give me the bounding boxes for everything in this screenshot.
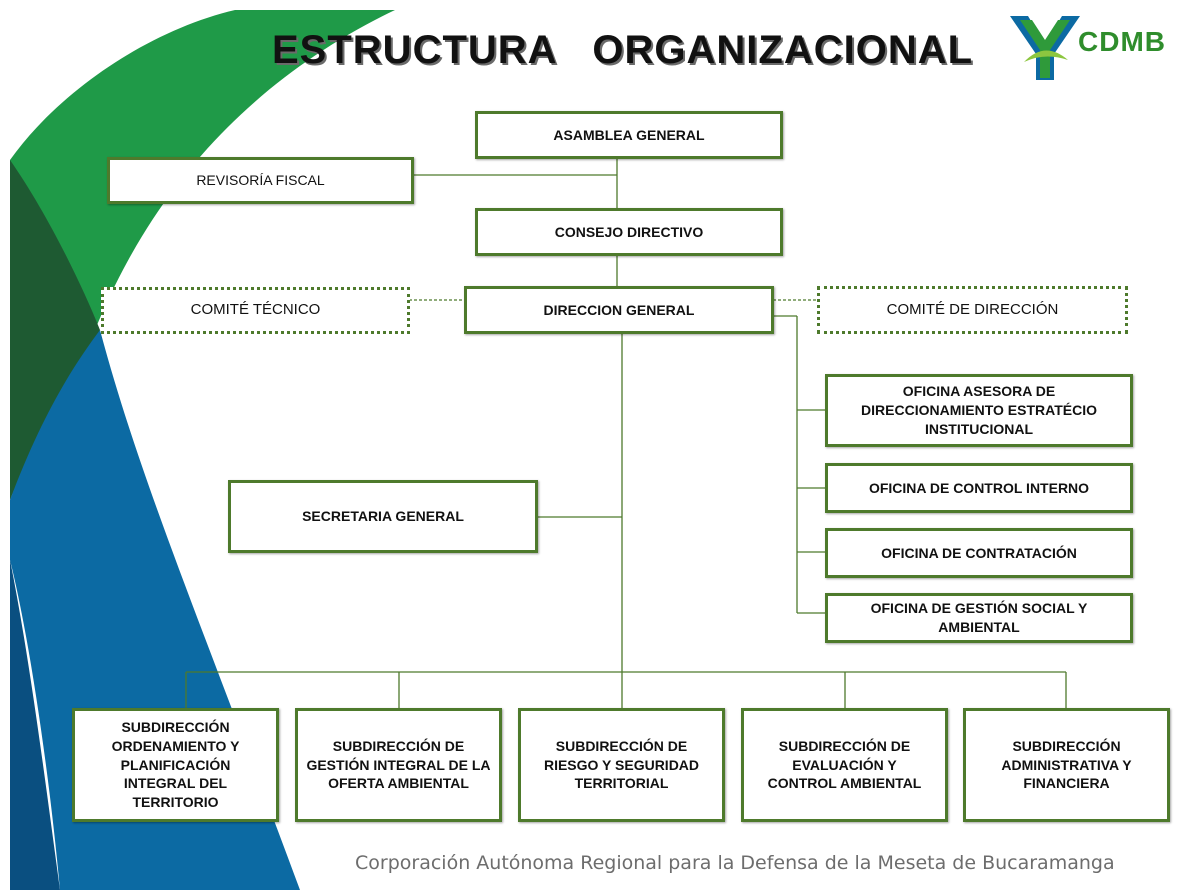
swoosh-blue-deep xyxy=(10,560,60,890)
box-oficina-control-interno: OFICINA DE CONTROL INTERNO xyxy=(825,463,1133,513)
logo-text: CDMB xyxy=(1078,26,1166,57)
box-secretaria-general: SECRETARIA GENERAL xyxy=(228,480,538,553)
box-subdireccion-administrativa: SUBDIRECCIÓN ADMINISTRATIVA Y FINANCIERA xyxy=(963,708,1170,822)
box-subdireccion-riesgo: SUBDIRECCIÓN DE RIESGO Y SEGURIDAD TERRI… xyxy=(518,708,725,822)
box-direccion-general: DIRECCION GENERAL xyxy=(464,286,774,334)
box-comite-direccion: COMITÉ DE DIRECCIÓN xyxy=(817,286,1128,334)
box-subdireccion-oferta-ambiental: SUBDIRECCIÓN DE GESTIÓN INTEGRAL DE LA O… xyxy=(295,708,502,822)
box-revisoria-fiscal: REVISORÍA FISCAL xyxy=(107,157,414,204)
box-subdireccion-evaluacion: SUBDIRECCIÓN DE EVALUACIÓN Y CONTROL AMB… xyxy=(741,708,948,822)
box-oficina-direccionamiento: OFICINA ASESORA DE DIRECCIONAMIENTO ESTR… xyxy=(825,374,1133,447)
box-asamblea-general: ASAMBLEA GENERAL xyxy=(475,111,783,159)
swoosh-dark-green xyxy=(10,160,100,500)
box-consejo-directivo: CONSEJO DIRECTIVO xyxy=(475,208,783,256)
box-comite-tecnico: COMITÉ TÉCNICO xyxy=(101,287,410,334)
swoosh-light-green xyxy=(10,10,395,330)
footer-caption: Corporación Autónoma Regional para la De… xyxy=(355,852,1115,874)
cdmb-logo-icon xyxy=(1010,16,1080,80)
box-oficina-gestion-social: OFICINA DE GESTIÓN SOCIAL Y AMBIENTAL xyxy=(825,593,1133,643)
box-oficina-contratacion: OFICINA DE CONTRATACIÓN xyxy=(825,528,1133,578)
page-title: ESTRUCTURA ORGANIZACIONAL xyxy=(272,28,974,72)
box-subdireccion-ordenamiento: SUBDIRECCIÓN ORDENAMIENTO Y PLANIFICACIÓ… xyxy=(72,708,279,822)
